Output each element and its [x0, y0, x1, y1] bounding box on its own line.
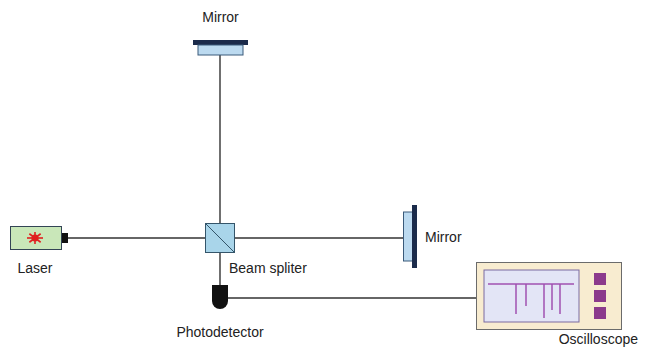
mirror-shape: [193, 40, 248, 55]
photodetector: Photodetector: [212, 285, 228, 311]
scope-trace: [525, 284, 527, 306]
beam-line: [235, 237, 403, 238]
scope-trace: [488, 283, 574, 285]
scope-trace: [515, 284, 517, 314]
part-label: Oscilloscope: [559, 331, 638, 347]
scope-button: [594, 273, 606, 285]
mirror-surface: [412, 205, 417, 268]
scope-body: [477, 263, 622, 330]
laser-aperture: [62, 233, 68, 243]
beam-line: [219, 55, 220, 223]
splitter-cube: [206, 224, 235, 253]
part-label: Mirror: [425, 229, 462, 245]
mirror-mount: [198, 45, 243, 55]
beam-splitter: Beam spliter: [205, 223, 235, 253]
part-label: Laser: [17, 260, 52, 276]
laser-star: [27, 232, 43, 244]
photodetector-shape: [212, 285, 228, 311]
laser-source-shape: [10, 226, 68, 250]
beam-splitter-shape: [205, 223, 235, 253]
scope-button: [594, 290, 606, 302]
oscilloscope-shape: [476, 262, 622, 330]
part-label: Photodetector: [176, 324, 263, 340]
scope-trace: [543, 284, 545, 318]
mirror-surface: [193, 40, 248, 45]
splitter-diagonal: [206, 224, 235, 253]
mirror: Mirror: [193, 40, 248, 55]
beam-line: [68, 237, 205, 238]
laser-body: [11, 227, 62, 250]
scope-trace: [559, 284, 561, 314]
mirror-shape: [403, 205, 417, 268]
laser-core: [32, 235, 39, 242]
mirror-mount: [404, 212, 413, 261]
laser-source: Laser: [10, 226, 68, 250]
scope-trace: [551, 284, 553, 310]
mirror: Mirror: [403, 205, 417, 268]
oscilloscope: Oscilloscope: [476, 262, 622, 330]
scope-screen: [484, 270, 579, 322]
part-label: Beam spliter: [229, 260, 307, 276]
beam-line: [219, 253, 220, 285]
scope-button: [594, 307, 606, 319]
part-label: Mirror: [202, 9, 239, 25]
beam-line: [228, 297, 476, 298]
detector-body: [212, 285, 228, 309]
